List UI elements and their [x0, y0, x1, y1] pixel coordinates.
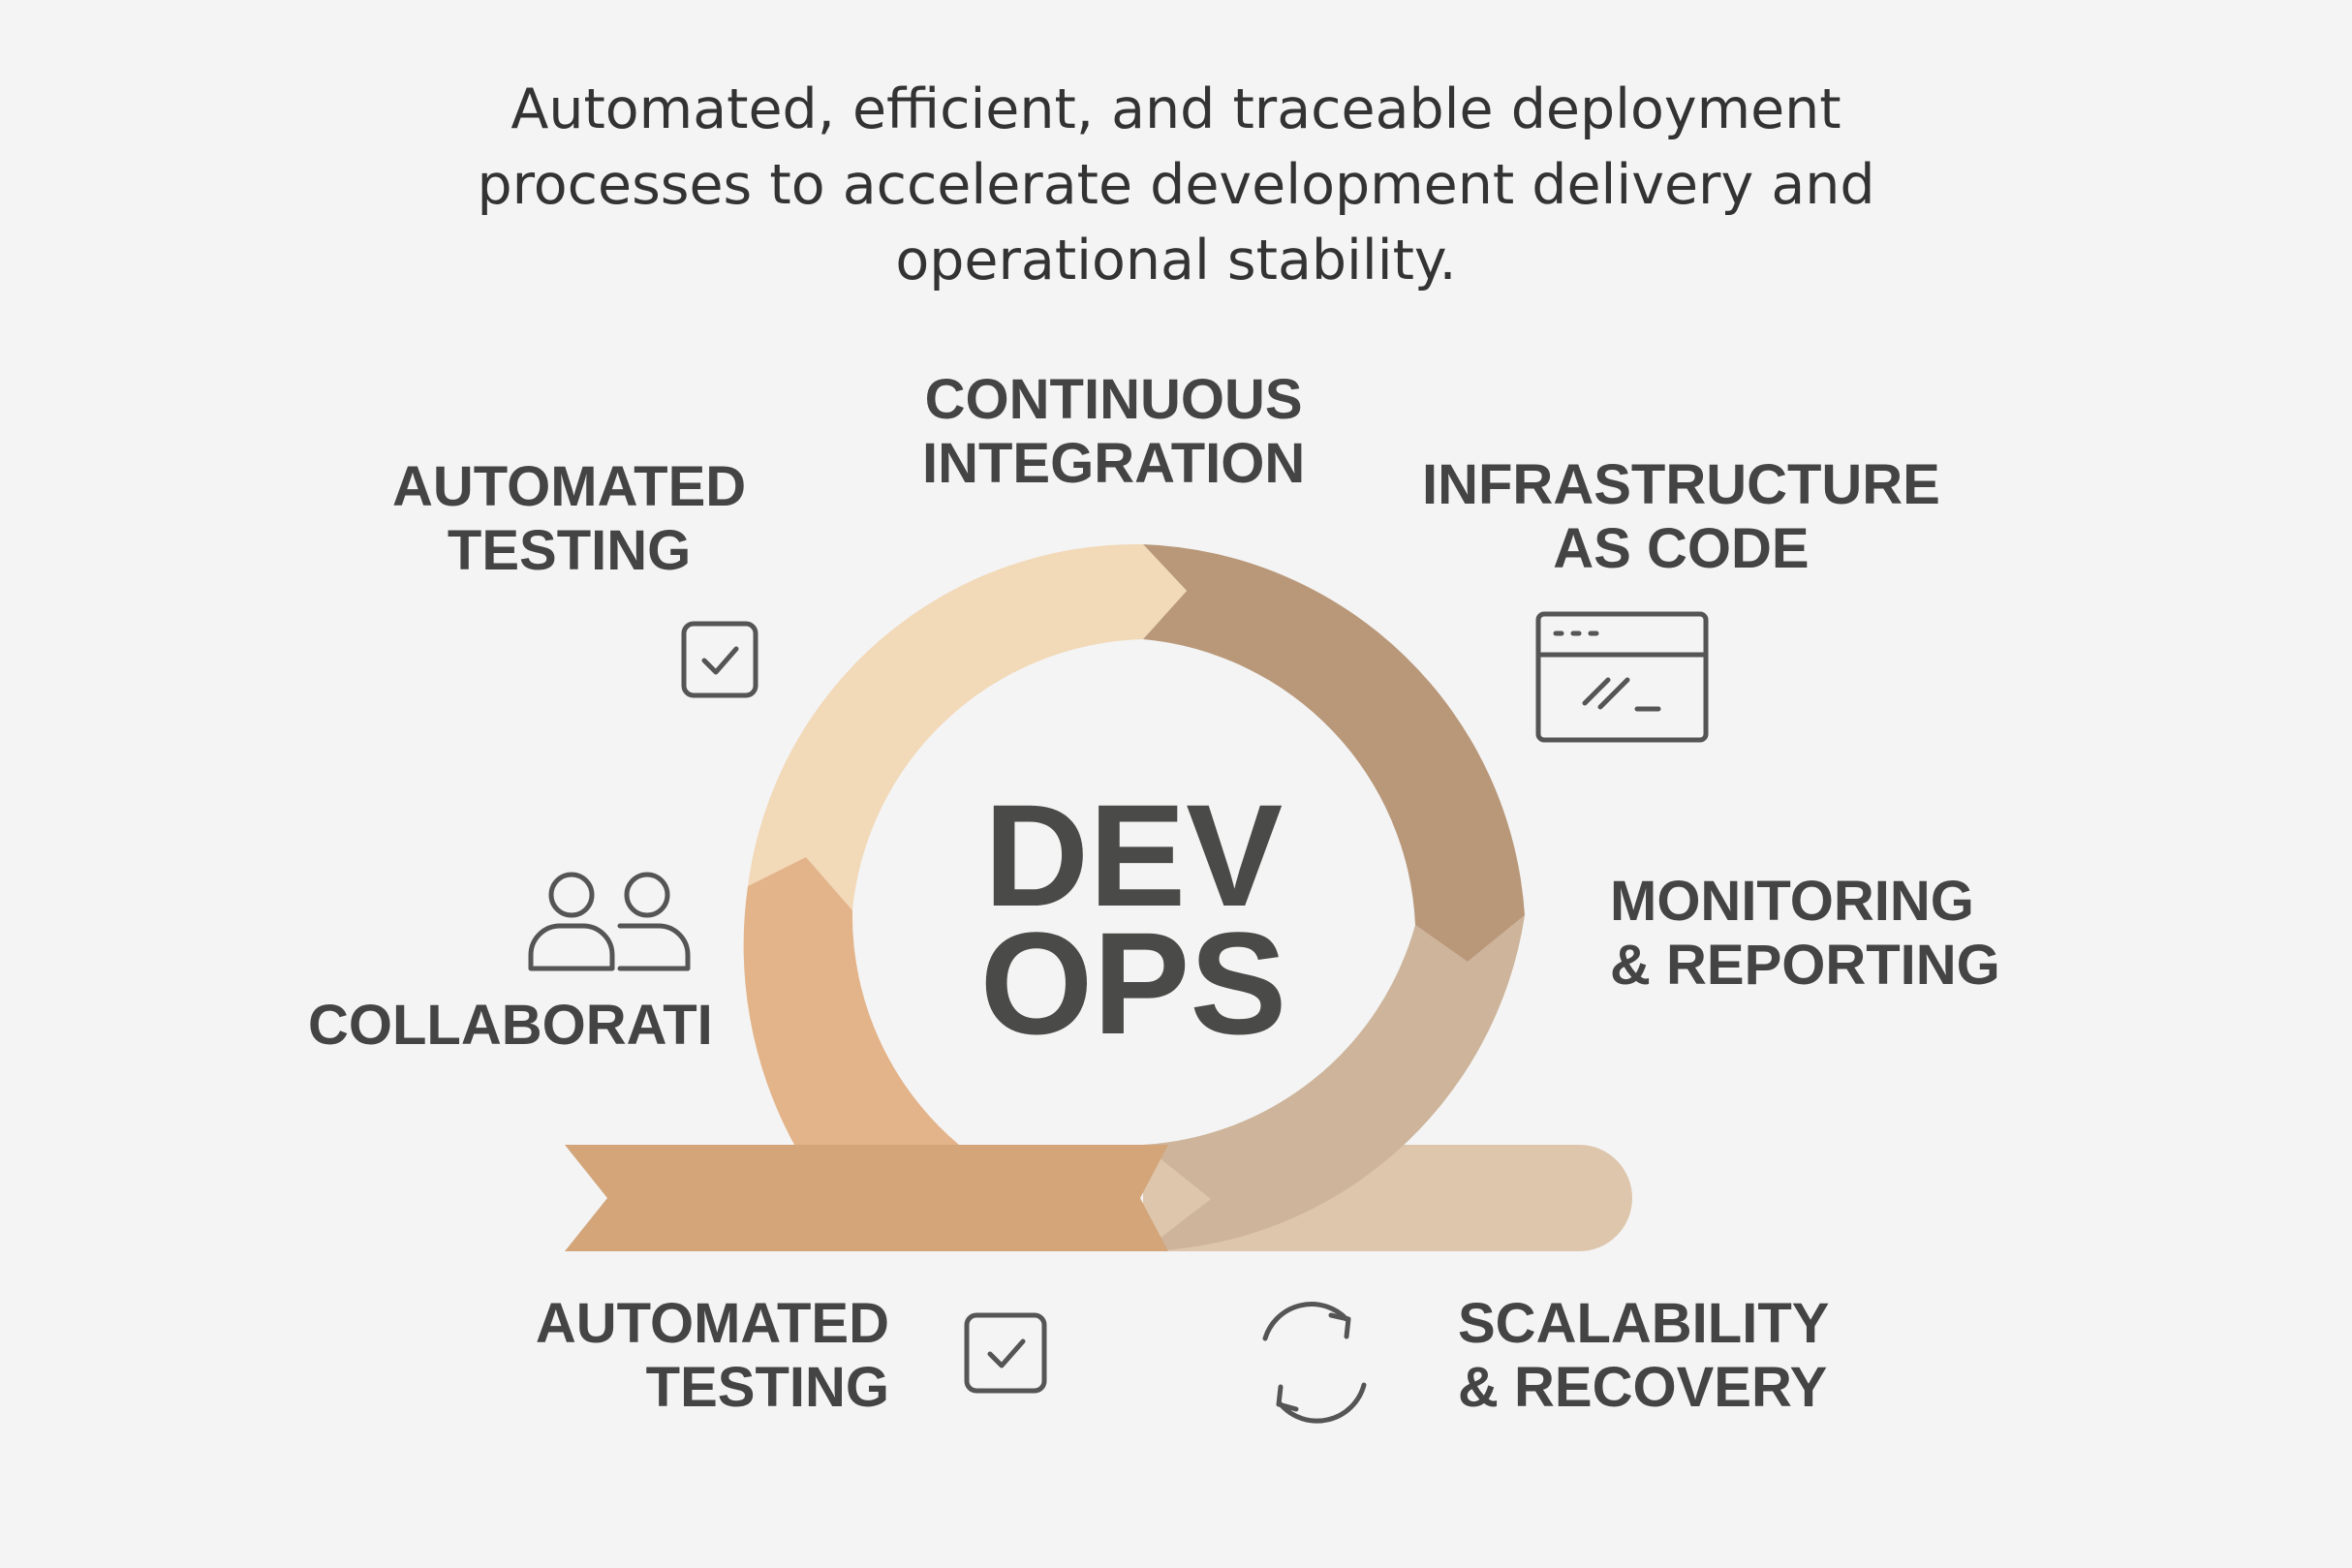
label-automated-testing-top-line-2: TESTING	[447, 519, 692, 582]
label-collaboration-line-1: COLLABORATI	[308, 994, 713, 1057]
label-automated-testing-bottom: AUTOMATED TESTING	[529, 1292, 889, 1420]
checkbox-icon-top	[681, 621, 758, 698]
center-title-dev: DEV	[983, 774, 1284, 937]
subtitle-line-1: Automated, efficient, and traceable depl…	[511, 77, 1841, 141]
label-automated-testing-bottom-line-1: AUTOMATED	[535, 1292, 889, 1355]
subtitle-line-2: processes to accelerate development deli…	[477, 153, 1875, 217]
ring-segment-top-right	[1143, 544, 1525, 962]
code-window-icon	[1535, 611, 1709, 743]
ring-segment-bottom-left	[743, 857, 959, 1145]
label-monitoring-reporting-line-1: MONITORING	[1610, 870, 1974, 933]
label-monitoring-reporting-line-2: & REPORTING	[1610, 934, 2000, 997]
subtitle: Automated, efficient, and traceable depl…	[401, 72, 1951, 298]
label-monitoring-reporting: MONITORING & REPORTING	[1610, 870, 2000, 998]
people-icon	[528, 872, 691, 971]
label-infrastructure-as-code-line-2: AS CODE	[1553, 517, 1810, 580]
center-title-ops: OPS	[979, 902, 1287, 1064]
label-continuous-integration-line-1: CONTINUOUS	[924, 368, 1303, 431]
ring-segment-top-left	[748, 543, 1187, 910]
label-automated-testing-bottom-line-2: TESTING	[645, 1356, 889, 1419]
checkbox-icon-bottom	[964, 1312, 1047, 1394]
label-scalability-recovery-line-1: SCALABILITY	[1458, 1292, 1830, 1355]
label-infrastructure-as-code-line-1: INFRASTRUCTURE	[1422, 453, 1940, 516]
label-automated-testing-top-line-1: AUTOMATED	[392, 455, 747, 518]
label-infrastructure-as-code: INFRASTRUCTURE AS CODE	[1422, 453, 1940, 581]
label-continuous-integration: CONTINUOUS INTEGRATION	[922, 368, 1305, 496]
label-scalability-recovery-line-2: & RECOVERY	[1458, 1356, 1828, 1419]
ring-segment-bottom-right	[1143, 915, 1525, 1251]
label-automated-testing-top: AUTOMATED TESTING	[392, 455, 746, 583]
subtitle-line-3: operational stability.	[895, 229, 1457, 292]
bottom-ribbon-segment	[565, 1145, 1168, 1251]
label-continuous-integration-line-2: INTEGRATION	[922, 432, 1306, 495]
label-scalability-recovery: SCALABILITY & RECOVERY	[1458, 1292, 1829, 1420]
refresh-icon	[1262, 1302, 1367, 1424]
label-collaboration: COLLABORATI	[308, 994, 713, 1058]
